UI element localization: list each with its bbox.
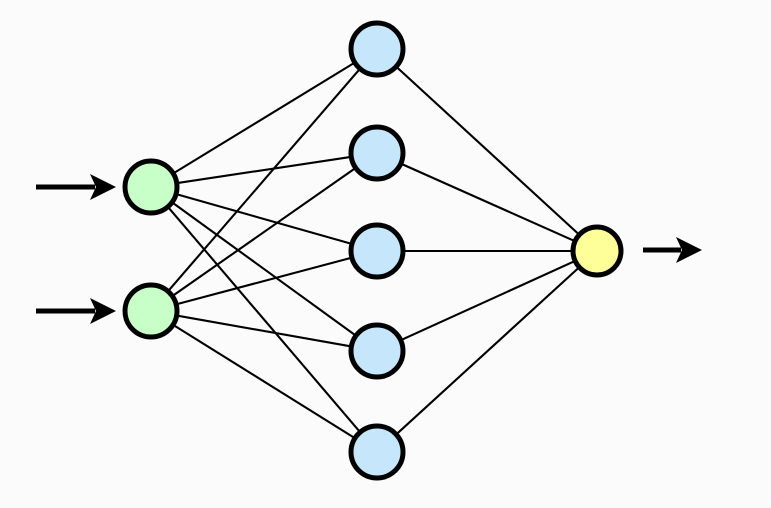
input-arrow-1 xyxy=(36,174,116,200)
hidden-layer-node-3[interactable] xyxy=(348,222,406,280)
hidden-layer-node-5[interactable] xyxy=(348,423,406,481)
node-i1[interactable] xyxy=(122,158,180,216)
hidden-layer-node-2[interactable] xyxy=(348,124,406,182)
edge-i2-h5 xyxy=(170,322,358,441)
input-layer-node-2[interactable] xyxy=(122,282,180,340)
output-layer-node-1[interactable] xyxy=(570,224,624,278)
input-layer-node-1[interactable] xyxy=(122,158,180,216)
nodes-group xyxy=(122,20,624,481)
input-arrow-2 xyxy=(36,298,116,324)
edge-h1-o1 xyxy=(393,64,582,238)
io-arrows-group xyxy=(36,174,702,324)
edge-h4-o1 xyxy=(397,259,579,343)
node-h5[interactable] xyxy=(348,423,406,481)
edge-i1-h4 xyxy=(169,200,359,338)
edge-i2-h2 xyxy=(169,165,359,299)
edges-group xyxy=(165,60,582,441)
edge-i1-h3 xyxy=(173,192,355,246)
edge-i2-h1 xyxy=(165,66,363,294)
node-i2[interactable] xyxy=(122,282,180,340)
node-h1[interactable] xyxy=(348,20,406,78)
edge-h2-o1 xyxy=(397,161,578,244)
hidden-layer-node-4[interactable] xyxy=(348,322,406,380)
input-arrow-2-head xyxy=(90,298,116,324)
edge-h5-o1 xyxy=(393,264,582,437)
node-h2[interactable] xyxy=(348,124,406,182)
edge-i1-h5 xyxy=(165,204,363,435)
node-o1[interactable] xyxy=(570,224,624,278)
edge-i2-h3 xyxy=(173,256,355,306)
edge-i2-h4 xyxy=(173,314,355,348)
node-h3[interactable] xyxy=(348,222,406,280)
output-arrow-1 xyxy=(643,237,702,263)
node-h4[interactable] xyxy=(348,322,406,380)
hidden-layer-node-1[interactable] xyxy=(348,20,406,78)
output-arrow-1-head xyxy=(676,237,702,263)
edge-i1-h2 xyxy=(173,155,355,185)
input-arrow-1-head xyxy=(90,174,116,200)
edge-i1-h1 xyxy=(170,60,358,176)
